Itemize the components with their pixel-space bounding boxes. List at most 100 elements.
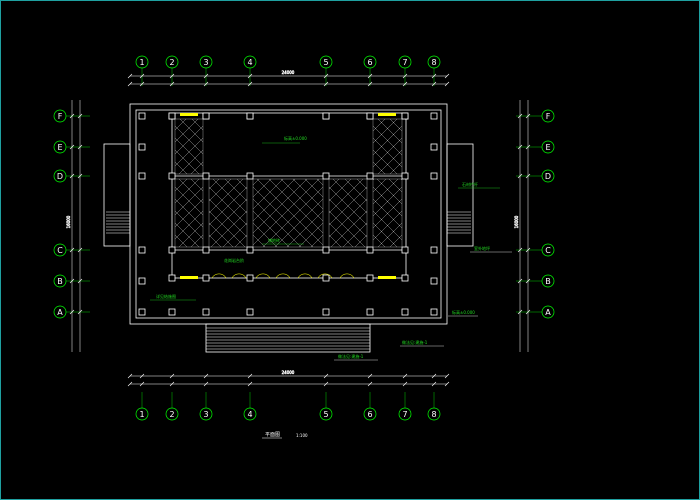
axis-bubble-C-right — [541, 243, 555, 257]
axis-label-8-top: 8 — [431, 58, 436, 67]
door-arc-2 — [255, 273, 271, 279]
column-37 — [322, 172, 330, 180]
dimension-left-overall: 16000 — [66, 215, 71, 228]
door-arc-5 — [317, 273, 333, 279]
axis-bubble-E-left — [53, 140, 67, 154]
axis-bubble-A-right — [541, 305, 555, 319]
column-1 — [138, 308, 146, 316]
axis-bubble-2-bottom — [165, 407, 179, 421]
door-arc-4 — [297, 273, 313, 279]
axis-bubble-E-right — [541, 140, 555, 154]
dimension-lines: 24000 24000 16000 16000 — [66, 70, 531, 387]
axis-label-4-top: 4 — [247, 58, 252, 67]
left-porch — [103, 143, 131, 247]
axis-bubble-4-top — [243, 55, 257, 69]
column-20 — [138, 246, 146, 254]
column-22 — [138, 277, 146, 285]
door-arcs — [211, 273, 355, 279]
column-45 — [401, 172, 409, 180]
column-13 — [401, 308, 409, 316]
axis-label-6-top: 6 — [367, 58, 372, 67]
hatch-panel — [208, 178, 248, 248]
hatch-panel — [372, 178, 403, 248]
hatch-panel — [174, 178, 204, 248]
axis-label-A-right: A — [545, 308, 551, 317]
column-0 — [138, 112, 146, 120]
axis-label-B-right: B — [545, 277, 551, 286]
axis-bubble-F-right — [541, 109, 555, 123]
column-23 — [430, 277, 438, 285]
dimension-top-overall: 24000 — [282, 70, 295, 75]
axis-label-E-right: E — [545, 143, 550, 152]
axis-label-F-right: F — [546, 112, 551, 121]
axis-label-C-right: C — [545, 246, 551, 255]
inner-wall — [135, 109, 442, 319]
front-steps — [205, 323, 371, 353]
door-arc-0 — [211, 273, 227, 279]
column-21 — [430, 246, 438, 254]
axis-label-8-bottom: 8 — [431, 410, 436, 419]
column-27 — [168, 274, 176, 282]
axis-label-A-left: A — [57, 308, 63, 317]
column-9 — [322, 308, 330, 316]
axis-bubble-8-bottom — [427, 407, 441, 421]
axis-label-C-left: C — [57, 246, 63, 255]
door-arc-6 — [339, 273, 355, 279]
note-b: 铺地砖 — [268, 237, 280, 243]
axis-label-D-left: D — [57, 172, 63, 181]
column-17 — [430, 143, 438, 151]
column-43 — [366, 274, 374, 282]
column-18 — [138, 172, 146, 180]
column-26 — [168, 246, 176, 254]
note-c: 花岗岩台阶 — [224, 257, 244, 263]
column-3 — [168, 308, 176, 316]
note-g-2: 做法见:建施-1 — [338, 353, 364, 359]
axis-label-6-bottom: 6 — [367, 410, 372, 419]
axis-bubble-B-right — [541, 274, 555, 288]
note-g-1: 做法见:建施-1 — [402, 339, 428, 345]
window-top-left — [180, 113, 198, 116]
axis-label-F-left: F — [58, 112, 63, 121]
axis-bubble-1-bottom — [135, 407, 149, 421]
window-bottom-left — [180, 276, 198, 279]
column-30 — [202, 246, 210, 254]
axis-label-2-bottom: 2 — [169, 410, 174, 419]
hatched-panels — [174, 118, 403, 248]
column-47 — [401, 274, 409, 282]
column-11 — [366, 308, 374, 316]
axis-bubble-D-right — [541, 169, 555, 183]
column-29 — [202, 172, 210, 180]
axis-label-E-left: E — [57, 143, 62, 152]
hatch-panel — [252, 178, 324, 248]
axis-bubble-6-bottom — [363, 407, 377, 421]
door-arc-1 — [231, 273, 247, 279]
dimension-bottom-overall: 24000 — [282, 370, 295, 375]
axis-bubble-D-left — [53, 169, 67, 183]
dimension-right-overall: 16000 — [514, 215, 519, 228]
column-35 — [246, 274, 254, 282]
annotations: 标高±0.000 铺地砖 花岗岩台阶 详见结施图 石材栏杆 室外地坪 做法见:建… — [150, 135, 512, 361]
door-arc-3 — [275, 273, 291, 279]
axis-bubble-B-left — [53, 274, 67, 288]
axis-label-D-right: D — [545, 172, 551, 181]
column-41 — [366, 172, 374, 180]
column-5 — [202, 308, 210, 316]
column-31 — [202, 274, 210, 282]
axis-label-5-bottom: 5 — [323, 410, 328, 419]
axis-label-B-left: B — [57, 277, 63, 286]
hall-outline — [171, 112, 407, 279]
column-19 — [430, 172, 438, 180]
column-42 — [366, 246, 374, 254]
column-33 — [246, 172, 254, 180]
note-e: 石材栏杆 — [462, 181, 478, 187]
axis-label-3-bottom: 3 — [203, 410, 208, 419]
columns — [138, 112, 438, 316]
hatch-panel — [174, 118, 204, 175]
axis-bubble-3-bottom — [199, 407, 213, 421]
axis-bubble-A-left — [53, 305, 67, 319]
axis-bubble-8-top — [427, 55, 441, 69]
column-15 — [430, 308, 438, 316]
note-g-3: 标高±0.000 — [452, 309, 475, 315]
